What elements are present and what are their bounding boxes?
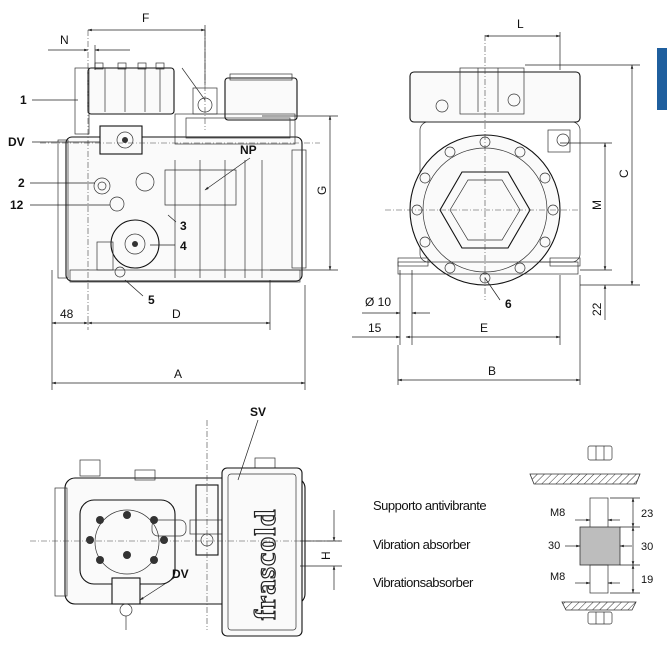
callout-6: 6 <box>505 297 512 311</box>
callout-dv-top: DV <box>172 567 189 581</box>
vibration-absorber-detail: M8 30 M8 23 30 19 <box>529 445 653 625</box>
dim-m: M <box>590 200 604 210</box>
front-view-dimensions: L C M 22 Ø 10 15 E B 6 <box>352 17 640 385</box>
absorber-bottom-dim: 19 <box>641 574 653 586</box>
legend-de: Vibrationsabsorber <box>373 575 474 590</box>
dim-l: L <box>517 17 524 31</box>
side-discharge-valve <box>99 125 143 155</box>
dim-15: 15 <box>368 321 382 335</box>
callout-5: 5 <box>148 293 155 307</box>
absorber-width: 30 <box>548 540 560 552</box>
dim-48: 48 <box>60 307 74 321</box>
dim-b: B <box>488 364 496 378</box>
dim-hole: Ø 10 <box>365 295 391 309</box>
top-head-bolts <box>86 511 168 564</box>
absorber-mid-dim: 30 <box>641 541 653 553</box>
legend-it: Supporto antivibrante <box>373 498 486 513</box>
top-view: frascold <box>30 420 340 637</box>
callout-2: 2 <box>18 176 25 190</box>
absorber-top-dim: 23 <box>641 508 653 520</box>
dim-a: A <box>174 367 182 381</box>
side-terminal-box <box>224 77 298 121</box>
absorber-bolt-top: M8 <box>550 507 565 519</box>
top-terminal-box <box>221 467 303 637</box>
dim-d: D <box>172 307 181 321</box>
callout-np: NP <box>240 143 257 157</box>
port-2 <box>93 177 111 195</box>
side-motor-housing <box>65 136 303 282</box>
port-12 <box>109 196 125 212</box>
front-terminal-box <box>409 71 581 123</box>
np-nameplate <box>164 169 237 206</box>
dim-f: F <box>142 11 149 25</box>
callout-12: 12 <box>10 198 24 212</box>
legend-en: Vibration absorber <box>373 537 471 552</box>
brand-tab <box>657 48 667 110</box>
dim-c: C <box>617 169 631 178</box>
dim-e: E <box>480 321 488 335</box>
absorber-bolt-bottom: M8 <box>550 571 565 583</box>
absorber-bottom-plate <box>561 601 637 611</box>
callout-sv: SV <box>250 405 266 419</box>
absorber-rubber <box>579 526 621 566</box>
legend: Supporto antivibrante Vibration absorber… <box>373 498 487 590</box>
dim-g: G <box>315 186 329 195</box>
side-view <box>40 30 320 330</box>
callout-3: 3 <box>180 219 187 233</box>
top-brand: frascold <box>249 509 282 620</box>
dim-h: H <box>319 551 333 560</box>
top-discharge-valve <box>111 577 141 605</box>
dim-n: N <box>60 33 69 47</box>
dim-22: 22 <box>590 302 604 316</box>
side-view-callouts: 1 DV 2 12 3 4 5 NP <box>8 93 257 307</box>
side-view-dimensions: F N G 48 D A <box>48 11 338 390</box>
absorber-top-plate <box>529 473 641 485</box>
callout-dv: DV <box>8 135 25 149</box>
side-cylinder-head <box>87 67 175 115</box>
callout-1: 1 <box>20 93 27 107</box>
front-view <box>385 35 581 300</box>
top-view-dimensions: SV DV H <box>139 405 342 601</box>
callout-4: 4 <box>180 239 187 253</box>
